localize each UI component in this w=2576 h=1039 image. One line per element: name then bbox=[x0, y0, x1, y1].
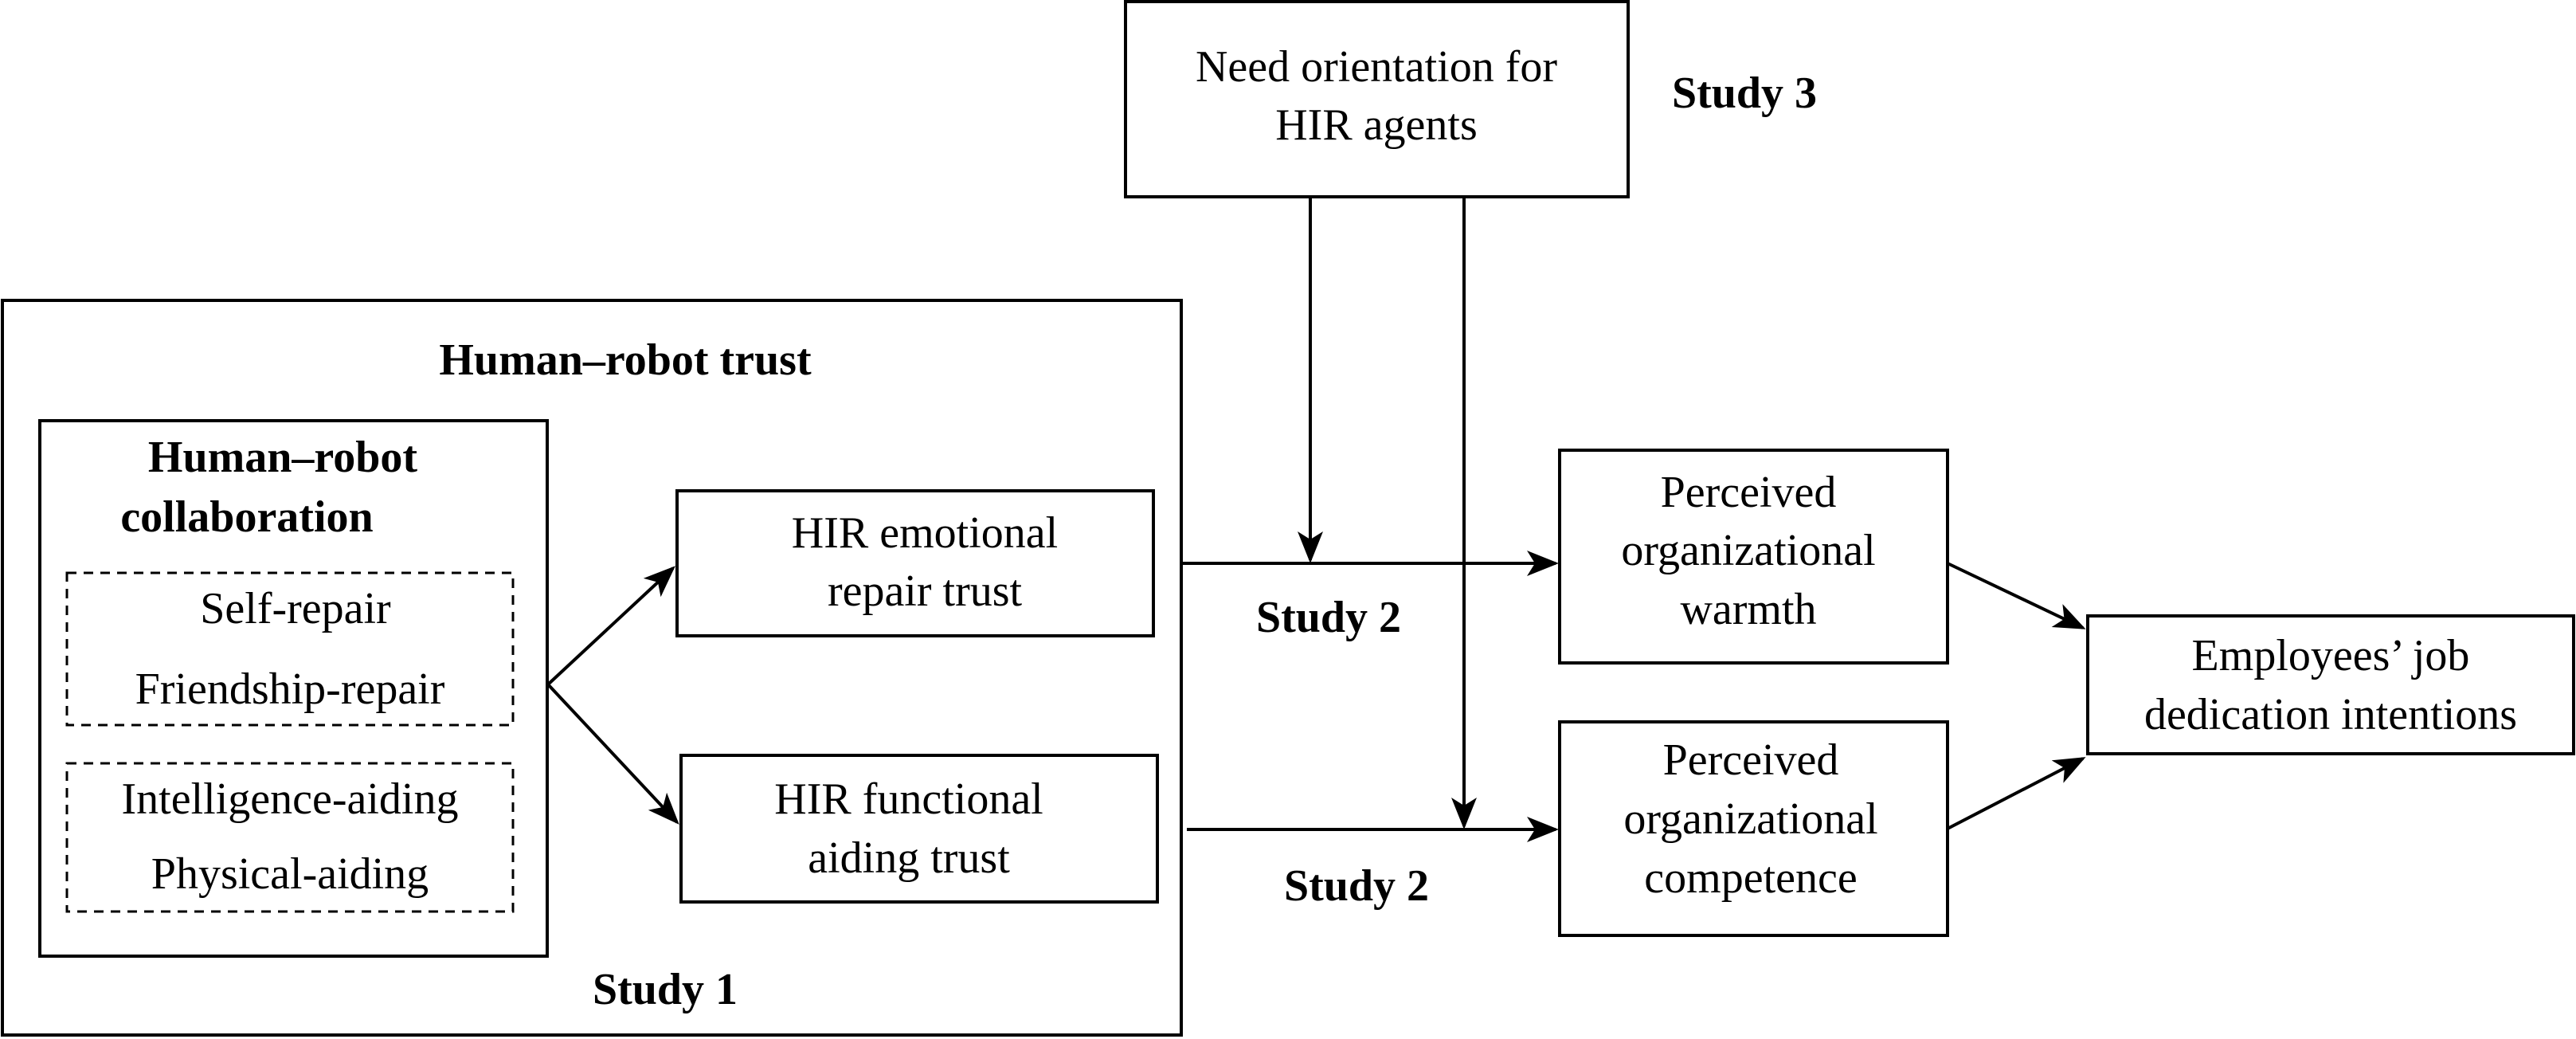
competence-line2: organizational bbox=[1623, 794, 1877, 844]
arrow-competence-to-outcome bbox=[1947, 757, 2086, 830]
competence-line3: competence bbox=[1644, 853, 1857, 903]
study-2-label-lower: Study 2 bbox=[1284, 861, 1429, 911]
warmth-line3: warmth bbox=[1680, 585, 1816, 634]
competence-line1: Perceived bbox=[1663, 735, 1839, 785]
need-orientation-box bbox=[1124, 0, 1630, 198]
need-orientation-line2: HIR agents bbox=[1275, 100, 1478, 150]
collaboration-title-line1: Human–robot bbox=[148, 433, 417, 482]
human-robot-trust-title: Human–robot trust bbox=[439, 335, 812, 385]
outcome-line1: Employees’ job bbox=[2192, 631, 2470, 680]
functional-aiding-trust-box bbox=[679, 754, 1159, 904]
study-1-label: Study 1 bbox=[593, 965, 738, 1014]
study-3-label: Study 3 bbox=[1672, 69, 1817, 118]
aiding-strategies-group bbox=[65, 762, 515, 913]
emotional-repair-trust-box bbox=[675, 489, 1155, 637]
warmth-line2: organizational bbox=[1621, 526, 1875, 575]
study-2-label-upper: Study 2 bbox=[1256, 593, 1401, 642]
human-robot-collaboration-box bbox=[38, 419, 549, 958]
friendship-repair-label: Friendship-repair bbox=[135, 665, 445, 714]
self-repair-label: Self-repair bbox=[200, 584, 391, 633]
job-dedication-box bbox=[2086, 614, 2575, 755]
perceived-warmth-box bbox=[1558, 449, 1949, 665]
functional-trust-line1: HIR functional bbox=[774, 774, 1043, 824]
arrow-warmth-to-outcome bbox=[1947, 562, 2086, 629]
physical-aiding-label: Physical-aiding bbox=[151, 849, 429, 899]
emotional-trust-line2: repair trust bbox=[828, 567, 1023, 616]
intelligence-aiding-label: Intelligence-aiding bbox=[122, 774, 459, 824]
functional-trust-line2: aiding trust bbox=[808, 833, 1010, 883]
arrow-collaboration-to-emotional bbox=[546, 566, 675, 686]
arrow-collaboration-to-functional bbox=[546, 683, 679, 825]
collaboration-title-line2: collaboration bbox=[120, 492, 373, 542]
emotional-trust-line1: HIR emotional bbox=[792, 508, 1058, 558]
repair-strategies-group bbox=[65, 571, 515, 727]
outcome-line2: dedication intentions bbox=[2144, 690, 2517, 739]
need-orientation-line1: Need orientation for bbox=[1196, 42, 1557, 92]
human-robot-trust-group bbox=[1, 299, 1183, 1037]
warmth-line1: Perceived bbox=[1661, 468, 1837, 517]
